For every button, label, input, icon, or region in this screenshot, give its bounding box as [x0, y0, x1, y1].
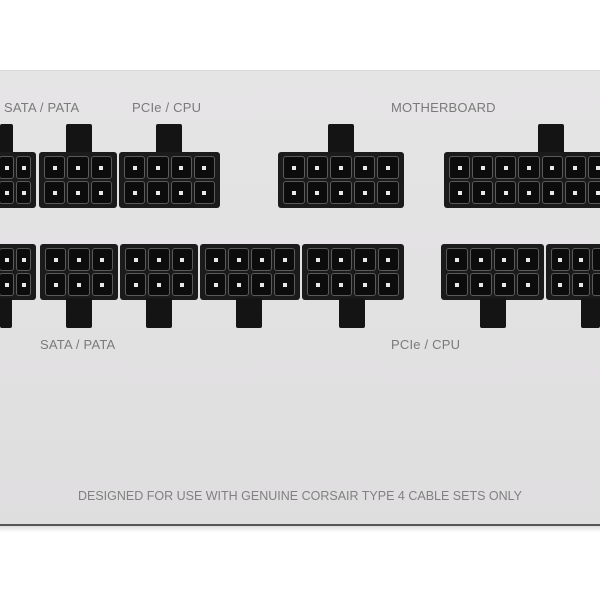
panel-edge	[0, 524, 600, 526]
label-motherboard: MOTHERBOARD	[391, 100, 496, 115]
connector-latch-tab	[480, 298, 506, 328]
connector-latch-tab	[66, 298, 92, 328]
connector-latch-tab	[339, 298, 365, 328]
connector-sata-pata-5[interactable]	[120, 244, 198, 300]
panel-shadow	[0, 526, 600, 532]
label-pcie-cpu-bottom: PCIe / CPU	[391, 337, 461, 352]
connector-latch-tab	[581, 298, 600, 328]
connector-pcie-cpu-4[interactable]	[546, 244, 600, 300]
connector-latch-tab	[328, 124, 354, 156]
connector-motherboard-10pin[interactable]	[278, 152, 404, 208]
connector-motherboard-18pin[interactable]	[444, 152, 600, 208]
connector-latch-tab	[0, 124, 13, 156]
connector-latch-tab	[146, 298, 172, 328]
connector-sata-pata-3[interactable]	[0, 244, 36, 300]
connector-pcie-cpu-1[interactable]	[200, 244, 300, 300]
connector-latch-tab	[236, 298, 262, 328]
label-pcie-cpu-top: PCIe / CPU	[132, 100, 202, 115]
connector-pcie-cpu-3[interactable]	[441, 244, 544, 300]
connector-latch-tab	[0, 298, 12, 328]
connector-latch-tab	[538, 124, 564, 156]
connector-latch-tab	[156, 124, 182, 156]
connector-sata-pata-4[interactable]	[40, 244, 118, 300]
label-sata-pata-top: SATA / PATA	[4, 100, 80, 115]
compatibility-notice: DESIGNED FOR USE WITH GENUINE CORSAIR TY…	[77, 489, 523, 503]
connector-latch-tab	[66, 124, 92, 156]
connector-sata-pata-1[interactable]	[0, 152, 36, 208]
connector-sata-pata-2[interactable]	[39, 152, 117, 208]
connector-pcie-cpu-2[interactable]	[302, 244, 404, 300]
connector-pcie-cpu-top[interactable]	[119, 152, 220, 208]
label-sata-pata-bottom: SATA / PATA	[40, 337, 116, 352]
